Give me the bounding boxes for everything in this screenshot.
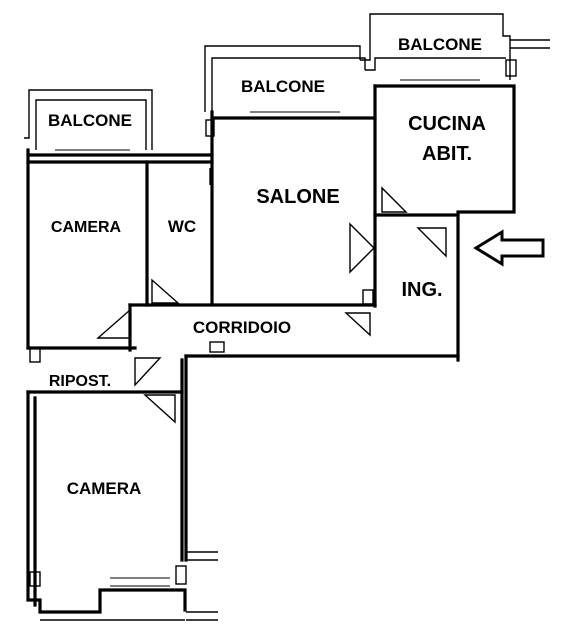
label-corridoio: CORRIDOIO [193,318,291,337]
room-labels: BALCONE BALCONE BALCONE CUCINA ABIT. SAL… [48,35,486,498]
label-ripostiglio: RIPOST. [49,373,111,390]
door-swings [96,168,447,424]
label-salone: SALONE [256,186,339,208]
label-camera-lower: CAMERA [67,479,142,498]
label-balcone-left: BALCONE [48,111,132,130]
label-cucina-line1: CUCINA [408,113,486,135]
label-ingresso: ING. [401,279,442,301]
entrance-arrow-icon [473,229,545,267]
walls [26,84,516,621]
label-cucina-line2: ABIT. [422,143,472,165]
windows [55,79,480,587]
label-camera-upper: CAMERA [51,219,122,236]
balcony-outlines [24,13,550,150]
label-balcone-top-right: BALCONE [398,35,482,54]
label-balcone-middle: BALCONE [241,77,325,96]
label-wc: WC [168,217,196,236]
pillars [29,59,517,587]
